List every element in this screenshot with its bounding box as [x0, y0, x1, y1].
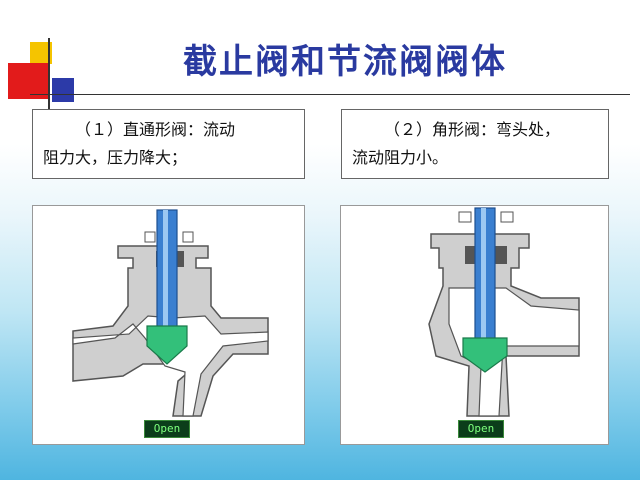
stem-highlight: [163, 210, 168, 340]
angle-stem-cap-left: [458, 211, 472, 223]
left-open-indicator: Open: [144, 420, 190, 438]
straight-valve-description: （１）直通形阀：流动 阻力大，压力降大；: [32, 109, 305, 179]
straight-valve-text-line2: 阻力大，压力降大；: [43, 148, 188, 167]
decor-horizontal-line: [30, 94, 630, 95]
angle-stem-cap-right: [500, 211, 514, 223]
decor-yellow-square: [30, 42, 52, 64]
angle-stem-highlight: [481, 208, 486, 348]
angle-valve-diagram: [340, 205, 609, 445]
straight-valve-diagram: [32, 205, 305, 445]
flow-channel: [72, 315, 269, 417]
angle-valve-disc: [462, 337, 508, 373]
right-open-indicator: Open: [458, 420, 504, 438]
stem-cap-right: [182, 231, 194, 243]
angle-valve-text-line1: （２）角形阀：弯头处，: [384, 120, 561, 139]
stem-cap-left: [144, 231, 156, 243]
angle-valve-text-line2: 流动阻力小。: [352, 148, 449, 167]
straight-valve-text-line1: （１）直通形阀：流动: [75, 120, 236, 139]
decor-red-square: [8, 63, 48, 99]
angle-valve-drawing: [428, 207, 580, 417]
angle-valve-description: （２）角形阀：弯头处， 流动阻力小。: [341, 109, 609, 179]
straight-valve-drawing: [72, 209, 269, 417]
valve-disc: [146, 325, 188, 365]
slide-title: 截止阀和节流阀阀体: [183, 42, 507, 82]
decor-blue-square: [52, 78, 74, 102]
decor-vertical-line: [48, 38, 50, 110]
